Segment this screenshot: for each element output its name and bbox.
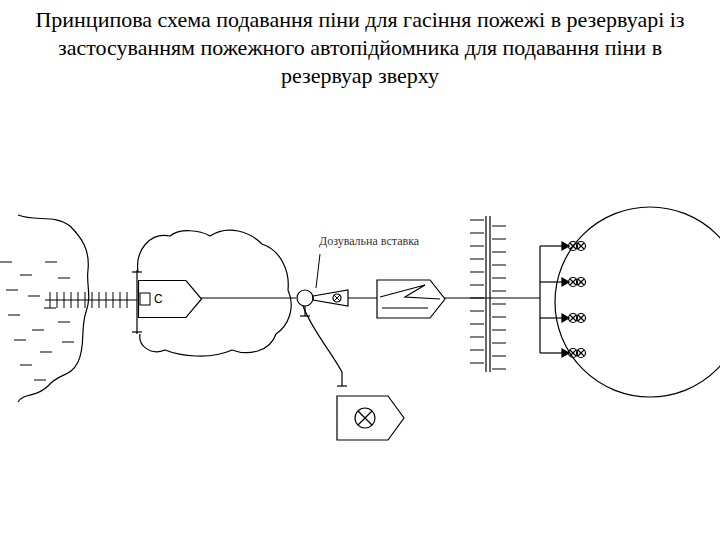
fire-zone-outline	[138, 230, 292, 356]
manifold	[539, 246, 540, 353]
pump-outlet-tick	[132, 271, 142, 272]
hose-tick	[337, 385, 347, 386]
pressure-hose	[200, 297, 296, 298]
dosing-valve	[333, 294, 341, 302]
lift-mast	[489, 216, 490, 372]
suction-hose	[45, 299, 137, 300]
water-source	[18, 215, 89, 402]
leader-line	[316, 254, 320, 288]
mast-ticks	[470, 220, 506, 369]
pump-outlet-bar	[136, 270, 137, 334]
callout-label: Дозувальна вставка	[318, 234, 420, 249]
suction-hose-ticks	[50, 292, 127, 308]
pump-outlet-tick	[132, 331, 142, 332]
water-dashes	[0, 262, 74, 380]
aerial-lift	[377, 280, 445, 318]
foam-hose	[303, 306, 342, 386]
foam-tanker	[337, 396, 404, 440]
tank	[555, 207, 720, 397]
lift-boom	[382, 307, 428, 308]
tanker-symbol	[355, 408, 375, 428]
fire-truck: С	[138, 280, 202, 318]
lift-boom	[380, 285, 440, 299]
dosing-insert	[313, 290, 348, 306]
lift-mast	[485, 216, 486, 372]
branch-stub	[300, 315, 310, 316]
truck-outline	[138, 280, 202, 318]
title: Принципова схема подавання піни для гасі…	[10, 6, 710, 90]
truck-letter: С	[154, 292, 163, 306]
branch-fitting	[297, 290, 313, 306]
